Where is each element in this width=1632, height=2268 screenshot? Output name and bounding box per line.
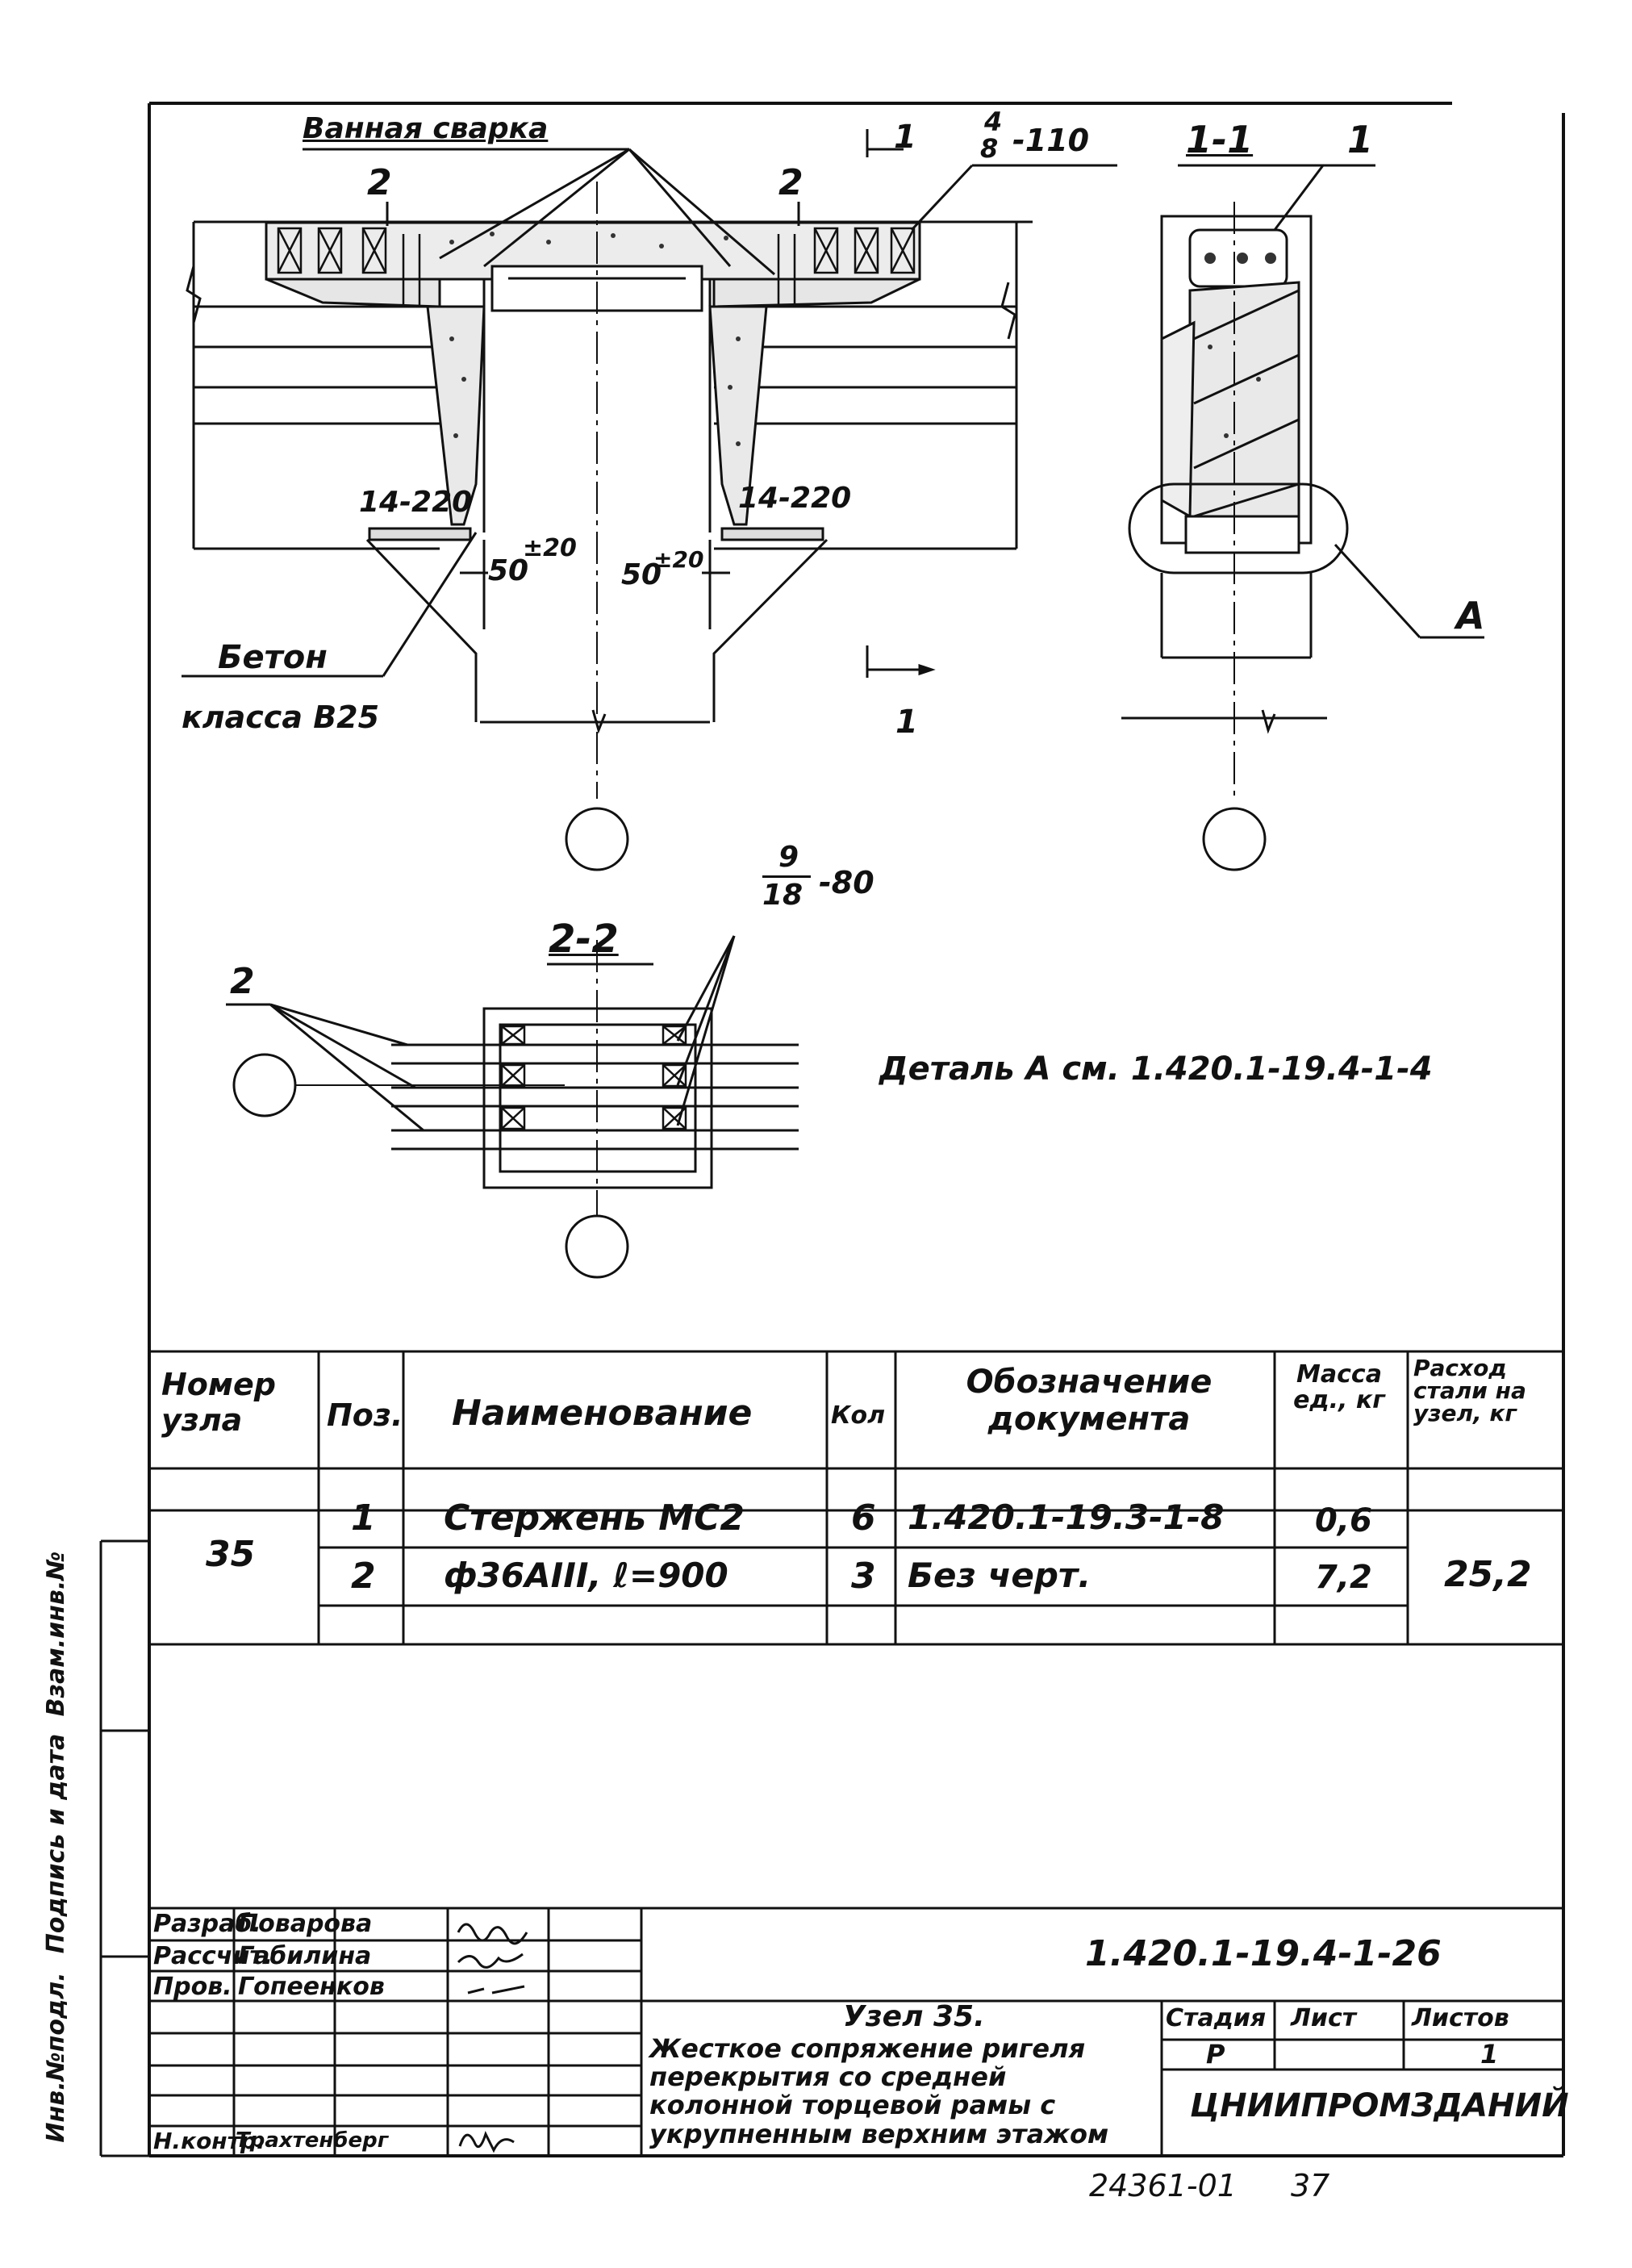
rebar-22-fraction-line xyxy=(762,875,811,878)
plate-left-label: 14-220 xyxy=(359,486,473,519)
row-1-document: 1.420.1-19.3-1-8 xyxy=(908,1497,1225,1537)
header-steel-consumption: Расход стали на узел, кг xyxy=(1413,1355,1526,1426)
row-2-position: 2 xyxy=(351,1556,376,1597)
row-2-quantity: 3 xyxy=(851,1556,876,1597)
role-checked: Пров. xyxy=(153,1973,232,2001)
organization-name: ЦНИИПРОМЗДАНИЙ xyxy=(1190,2087,1569,2124)
gap-right-tolerance: ±20 xyxy=(653,546,704,573)
sheets-value: 1 xyxy=(1480,2039,1499,2070)
section-2-2-title: 2-2 xyxy=(549,917,619,962)
section-2-mark-left: 2 xyxy=(367,162,392,203)
header-node-number: Номер узла xyxy=(161,1367,276,1438)
row-1-name: Стержень МС2 xyxy=(444,1497,745,1539)
rebar-top-numerator: 4 xyxy=(984,107,1003,137)
node-number-cell: 35 xyxy=(206,1534,256,1575)
section-2-mark-right: 2 xyxy=(778,162,803,203)
sheets-header: Листов xyxy=(1412,2004,1509,2032)
concrete-class-label: класса В25 xyxy=(182,700,380,735)
stage-header: Стадия xyxy=(1166,2004,1267,2032)
document-designation: 1.420.1-19.4-1-26 xyxy=(1085,1933,1442,1974)
side-stamp xyxy=(99,1539,149,2157)
name-developer: Поварова xyxy=(238,1910,373,1938)
rebar-top-denominator: 8 xyxy=(980,133,999,164)
section-1-1-title: 1-1 xyxy=(1186,118,1254,161)
signatures xyxy=(457,1923,528,2153)
row-2-name: ф36АIII, ℓ=900 xyxy=(444,1556,728,1595)
plate-right-label: 14-220 xyxy=(738,482,852,515)
row-2-unit-mass: 7,2 xyxy=(1315,1559,1372,1596)
gap-right-value: 50 xyxy=(621,558,662,591)
gap-left-tolerance: ±20 xyxy=(523,534,577,562)
rebar-22-denominator: 18 xyxy=(762,879,803,912)
gap-left-value: 50 xyxy=(488,554,529,587)
detail-a-marker: А xyxy=(1456,594,1485,637)
role-calculated: Рассчит. xyxy=(153,1942,273,1970)
rebar-22-spacing: -80 xyxy=(819,865,874,900)
position-2-callout: 2 xyxy=(230,961,255,1002)
row-2-document: Без черт. xyxy=(908,1556,1091,1595)
position-1-callout: 1 xyxy=(1347,118,1374,161)
side-stamp-vzam-inv: Взам.инв.№ xyxy=(42,1551,70,1717)
steel-total-cell: 25,2 xyxy=(1444,1554,1532,1595)
section-1-mark-top: 1 xyxy=(894,119,916,156)
name-norm-control: Трахтенберг xyxy=(236,2128,389,2153)
node-description: Жесткое сопряжение ригеля перекрытия со … xyxy=(649,2033,1109,2149)
sheet-frame xyxy=(148,102,1565,2157)
detail-a-reference-note: Деталь А см. 1.420.1-19.4-1-4 xyxy=(879,1050,1433,1088)
row-1-quantity: 6 xyxy=(851,1497,876,1539)
header-name: Наименование xyxy=(452,1393,753,1434)
row-1-position: 1 xyxy=(351,1497,376,1539)
row-1-unit-mass: 0,6 xyxy=(1315,1502,1372,1539)
header-quantity: Кол xyxy=(831,1401,886,1430)
node-title: Узел 35. xyxy=(843,2000,985,2033)
section-1-mark-bottom: 1 xyxy=(895,704,918,741)
rebar-22-numerator: 9 xyxy=(778,841,799,874)
main-elevation xyxy=(182,129,1117,871)
name-checked: Гопеенков xyxy=(238,1973,385,2001)
rebar-top-spacing: -110 xyxy=(1012,123,1090,158)
header-unit-mass: Масса ед., кг xyxy=(1293,1360,1385,1414)
archive-number: 24361-01 xyxy=(1089,2168,1237,2203)
side-stamp-inv-podl: Инв.№подл. xyxy=(42,1972,70,2143)
page-number: 37 xyxy=(1291,2168,1330,2203)
spec-table-grid xyxy=(149,1350,1563,1646)
weld-callout: Ванная сварка xyxy=(303,112,549,145)
name-calculated: Габилина xyxy=(238,1942,372,1970)
section-2-2 xyxy=(226,935,799,1279)
side-stamp-signature-date: Подпись и дата xyxy=(42,1733,70,1954)
role-norm-control: Н.контр. xyxy=(153,2128,265,2154)
header-position: Поз. xyxy=(327,1397,403,1433)
stage-value: Р xyxy=(1206,2039,1225,2070)
header-document: Обозначение документа xyxy=(966,1364,1213,1438)
role-developer: Разраб. xyxy=(153,1910,261,1938)
title-block-grid xyxy=(149,1907,1563,2156)
section-1-1 xyxy=(1121,164,1484,871)
concrete-label: Бетон xyxy=(218,639,328,676)
sheet-header: Лист xyxy=(1291,2004,1357,2032)
